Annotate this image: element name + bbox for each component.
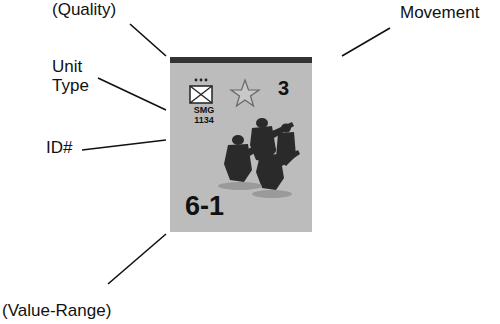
size-dot [195, 79, 198, 82]
soldier-shadows [218, 182, 292, 198]
value-range-label: (Value-Range) [2, 301, 111, 320]
soviet-star [231, 80, 259, 106]
movement-value: 3 [278, 77, 289, 99]
value-range-text: 6-1 [185, 191, 224, 221]
counter-body [170, 57, 312, 232]
movement-label: Movement [400, 3, 479, 22]
nato-cross [190, 86, 212, 103]
counter-top-bar [170, 57, 312, 63]
soldiers-picture [224, 118, 300, 190]
unit-counter: SMG 1134 3 6-1 [170, 57, 312, 232]
quality-label: (Quality) [52, 0, 116, 19]
leader-lines [82, 24, 390, 284]
size-dot [200, 79, 203, 82]
unit-type-label: Unit Type [52, 57, 98, 95]
unit-id-text: SMG 1134 [191, 105, 217, 125]
size-dot [205, 79, 208, 82]
id-label: ID# [46, 138, 72, 157]
nato-symbol [190, 86, 212, 103]
